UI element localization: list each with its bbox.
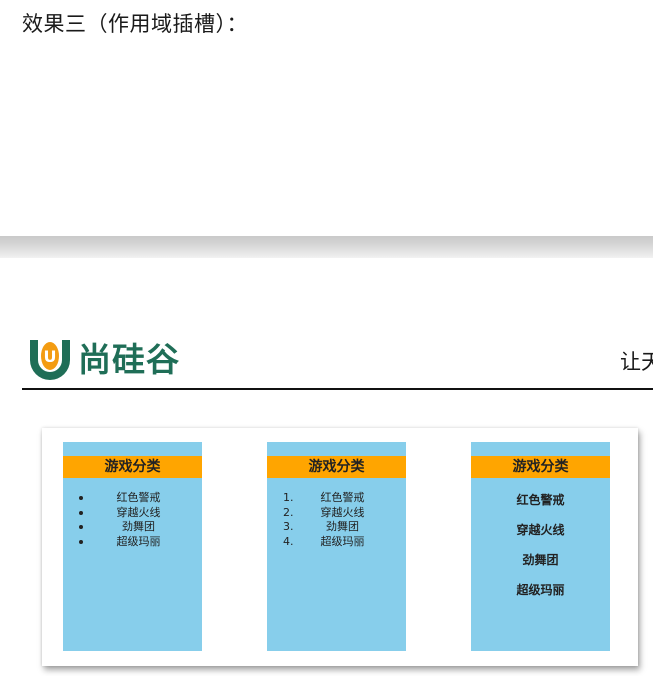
list-item: 4.超级玛丽 xyxy=(283,534,365,548)
card-title: 游戏分类 xyxy=(267,456,406,478)
list-item: 超级玛丽 xyxy=(516,583,565,597)
list-number: 4. xyxy=(283,534,294,548)
ordered-list: 1.红色警戒 2.穿越火线 3.劲舞团 4.超级玛丽 xyxy=(267,491,406,549)
list-item: 红色警戒 xyxy=(63,491,202,506)
category-card-bullets: 游戏分类 红色警戒 穿越火线 劲舞团 超级玛丽 xyxy=(63,442,202,651)
list-item: 3.劲舞团 xyxy=(283,520,359,533)
bullet-icon xyxy=(79,525,83,529)
bullet-icon xyxy=(79,496,83,500)
bullet-icon xyxy=(79,539,83,544)
list-item: 超级玛丽 xyxy=(63,535,202,550)
list-item: 穿越火线 xyxy=(516,523,565,537)
card-title: 游戏分类 xyxy=(63,456,202,478)
page-break-separator xyxy=(0,236,653,258)
brand-logo: U 尚硅谷 xyxy=(24,332,180,382)
heading-list: 红色警戒 穿越火线 劲舞团 超级玛丽 xyxy=(471,493,610,613)
list-number: 1. xyxy=(283,491,294,504)
logo-text: 尚硅谷 xyxy=(78,340,180,379)
list-item: 劲舞团 xyxy=(63,520,202,535)
slogan-text: 让天 xyxy=(620,350,653,374)
list-item: 1.红色警戒 xyxy=(283,491,365,504)
list-item: 穿越火线 xyxy=(63,506,202,521)
header-divider xyxy=(22,388,653,390)
list-item: 劲舞团 xyxy=(522,553,559,567)
list-item: 2.穿越火线 xyxy=(283,505,365,519)
category-card-ordered: 游戏分类 1.红色警戒 2.穿越火线 3.劲舞团 4.超级玛丽 xyxy=(267,442,406,651)
logo-emblem-icon: U xyxy=(30,340,70,380)
list-number: 2. xyxy=(283,505,294,519)
section-heading: 效果三（作用域插槽）： xyxy=(22,12,248,36)
demo-screenshot: 游戏分类 红色警戒 穿越火线 劲舞团 超级玛丽 游戏分类 1.红色警戒 2.穿越… xyxy=(42,428,638,666)
bullet-list: 红色警戒 穿越火线 劲舞团 超级玛丽 xyxy=(63,491,202,549)
logo-glyph: U xyxy=(44,347,57,366)
list-number: 3. xyxy=(283,520,294,533)
bullet-icon xyxy=(79,510,83,515)
list-item: 红色警戒 xyxy=(516,493,565,507)
category-card-headings: 游戏分类 红色警戒 穿越火线 劲舞团 超级玛丽 xyxy=(471,442,610,651)
card-title: 游戏分类 xyxy=(471,456,610,478)
